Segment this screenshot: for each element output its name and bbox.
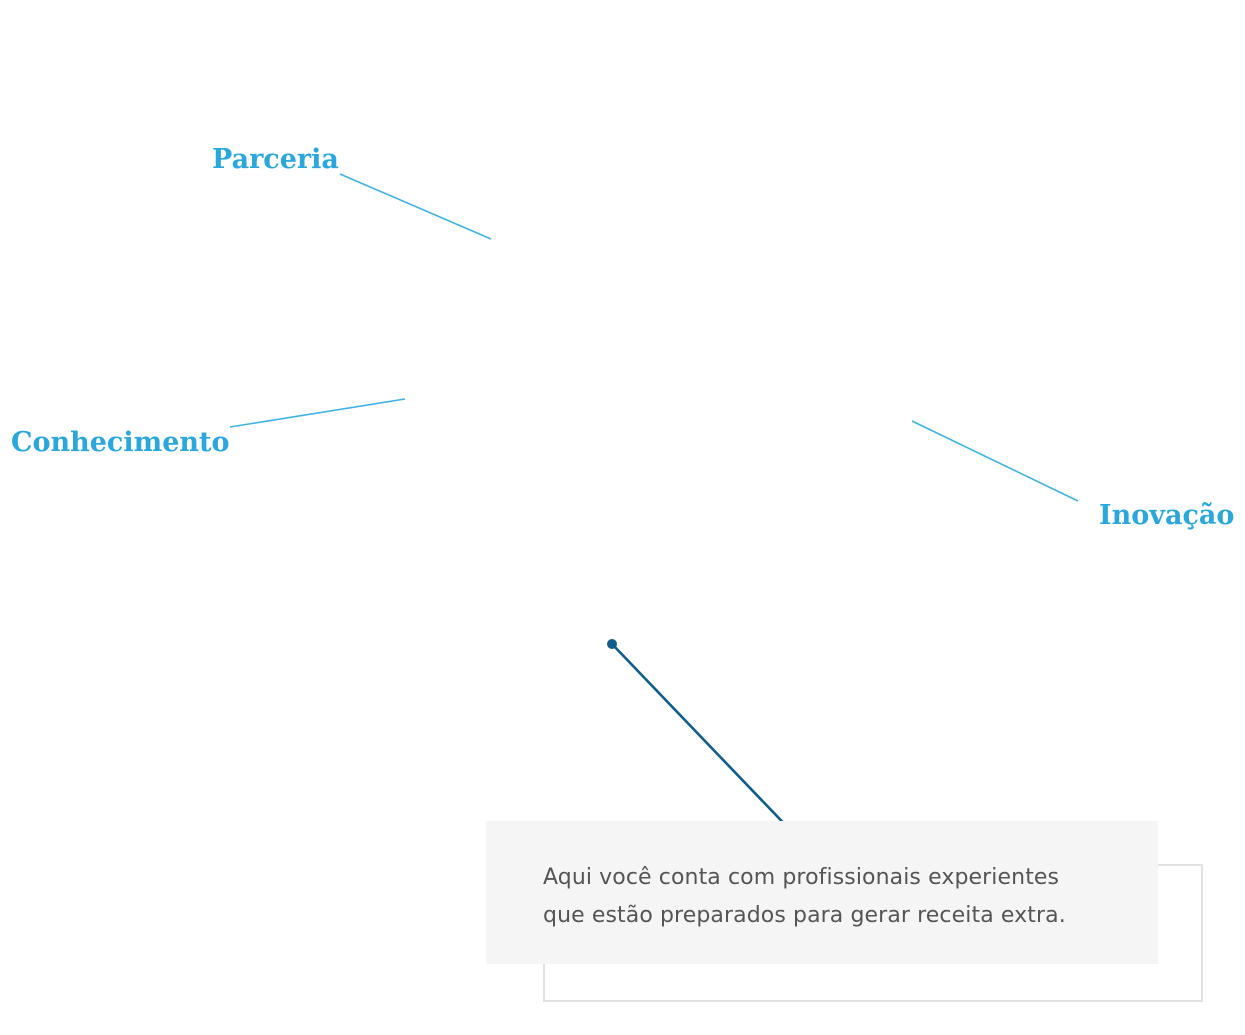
callout-text: Aqui você conta com profissionais experi… [543, 859, 1103, 935]
callout-pointer-line [611, 643, 797, 837]
callout-text-line-1: Aqui você conta com profissionais experi… [543, 865, 1060, 890]
label-conhecimento: Conhecimento [11, 427, 230, 458]
callout-pointer-dot [607, 639, 617, 649]
label-inovacao: Inovação [1099, 500, 1235, 531]
parceria-connector-line [339, 173, 492, 240]
label-parceria: Parceria [212, 144, 339, 175]
inovacao-connector-line [911, 420, 1079, 502]
conhecimento-connector-line [229, 398, 406, 428]
callout-text-line-2: que estão preparados para gerar receita … [543, 903, 1066, 928]
callout-card: Aqui você conta com profissionais experi… [486, 821, 1158, 964]
